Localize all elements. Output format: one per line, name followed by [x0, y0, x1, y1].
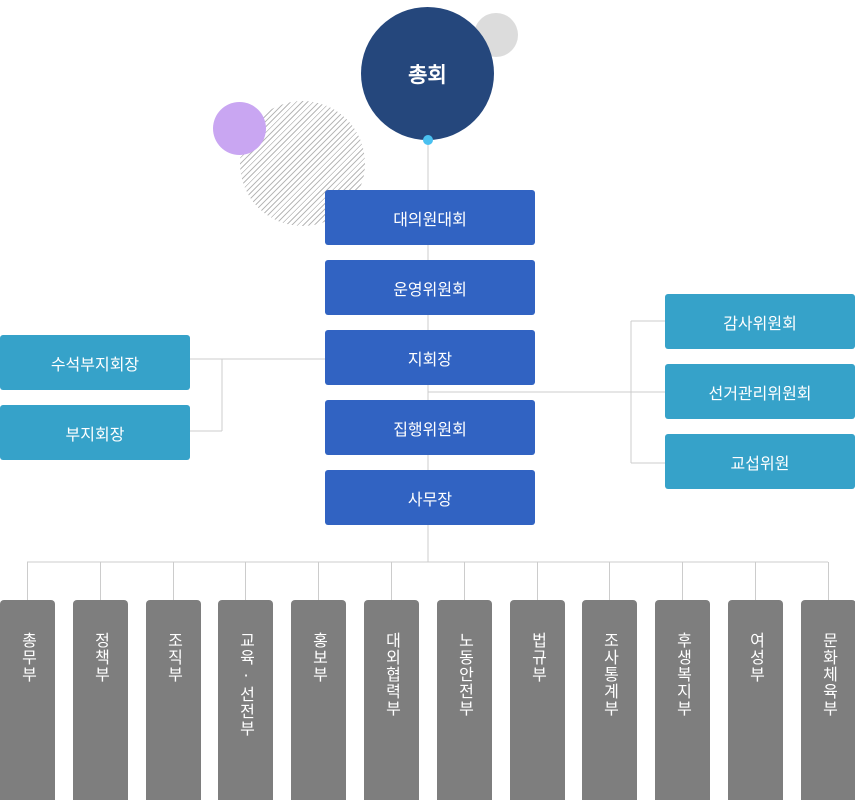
center-box-branch-head[interactable]: 지회장	[325, 330, 535, 385]
center-box-executive-committee[interactable]: 집행위원회	[325, 400, 535, 455]
department-label: 정책부	[91, 632, 111, 683]
department-box[interactable]: 조사통계부	[582, 600, 637, 800]
left-box-label: 수석부지회장	[50, 354, 140, 374]
decorative-purple-circle	[213, 102, 266, 155]
department-label: 총무부	[18, 632, 38, 683]
department-label: 문화체육부	[819, 632, 839, 717]
department-label: 대외협력부	[382, 632, 402, 717]
center-box-label: 집행위원회	[393, 419, 467, 439]
department-box[interactable]: 법규부	[510, 600, 565, 800]
right-box-label: 선거관리위원회	[708, 383, 812, 403]
department-box[interactable]: 홍보부	[291, 600, 346, 800]
center-box-secretariat[interactable]: 사무장	[325, 470, 535, 525]
center-box-representative-assembly[interactable]: 대의원대회	[325, 190, 535, 245]
general-assembly-label: 총회	[408, 62, 447, 87]
right-box-label: 감사위원회	[723, 313, 797, 333]
right-box-bargaining-committee[interactable]: 교섭위원	[665, 434, 855, 489]
department-box[interactable]: 후생복지부	[655, 600, 710, 800]
left-box-senior-vice-head[interactable]: 수석부지회장	[0, 335, 190, 390]
department-box[interactable]: 정책부	[73, 600, 128, 800]
department-label: 법규부	[528, 632, 548, 683]
department-box[interactable]: 여성부	[728, 600, 783, 800]
department-box[interactable]: 노동안전부	[437, 600, 492, 800]
center-box-steering-committee[interactable]: 운영위원회	[325, 260, 535, 315]
right-box-label: 교섭위원	[730, 453, 790, 473]
department-drop-lines	[27, 562, 829, 600]
general-assembly-circle[interactable]: 총회	[361, 7, 494, 140]
department-label: 노동안전부	[455, 632, 475, 717]
left-box-vice-head[interactable]: 부지회장	[0, 405, 190, 460]
center-box-label: 운영위원회	[393, 279, 467, 299]
right-box-election-committee[interactable]: 선거관리위원회	[665, 364, 855, 419]
center-box-label: 대의원대회	[393, 209, 467, 229]
department-box[interactable]: 문화체육부	[801, 600, 855, 800]
department-label: 조직부	[164, 632, 184, 683]
department-label: 조사통계부	[600, 632, 620, 717]
department-label: 교육·선전부	[236, 632, 256, 737]
department-box[interactable]: 총무부	[0, 600, 55, 800]
connector-dot	[423, 135, 433, 145]
department-label: 여성부	[746, 632, 766, 683]
department-label: 홍보부	[309, 632, 329, 683]
department-box[interactable]: 조직부	[146, 600, 201, 800]
department-box[interactable]: 교육·선전부	[218, 600, 273, 800]
right-box-audit-committee[interactable]: 감사위원회	[665, 294, 855, 349]
department-label: 후생복지부	[673, 632, 693, 717]
department-box[interactable]: 대외협력부	[364, 600, 419, 800]
center-box-label: 사무장	[407, 489, 453, 509]
center-box-label: 지회장	[407, 349, 453, 369]
left-box-label: 부지회장	[65, 424, 125, 444]
